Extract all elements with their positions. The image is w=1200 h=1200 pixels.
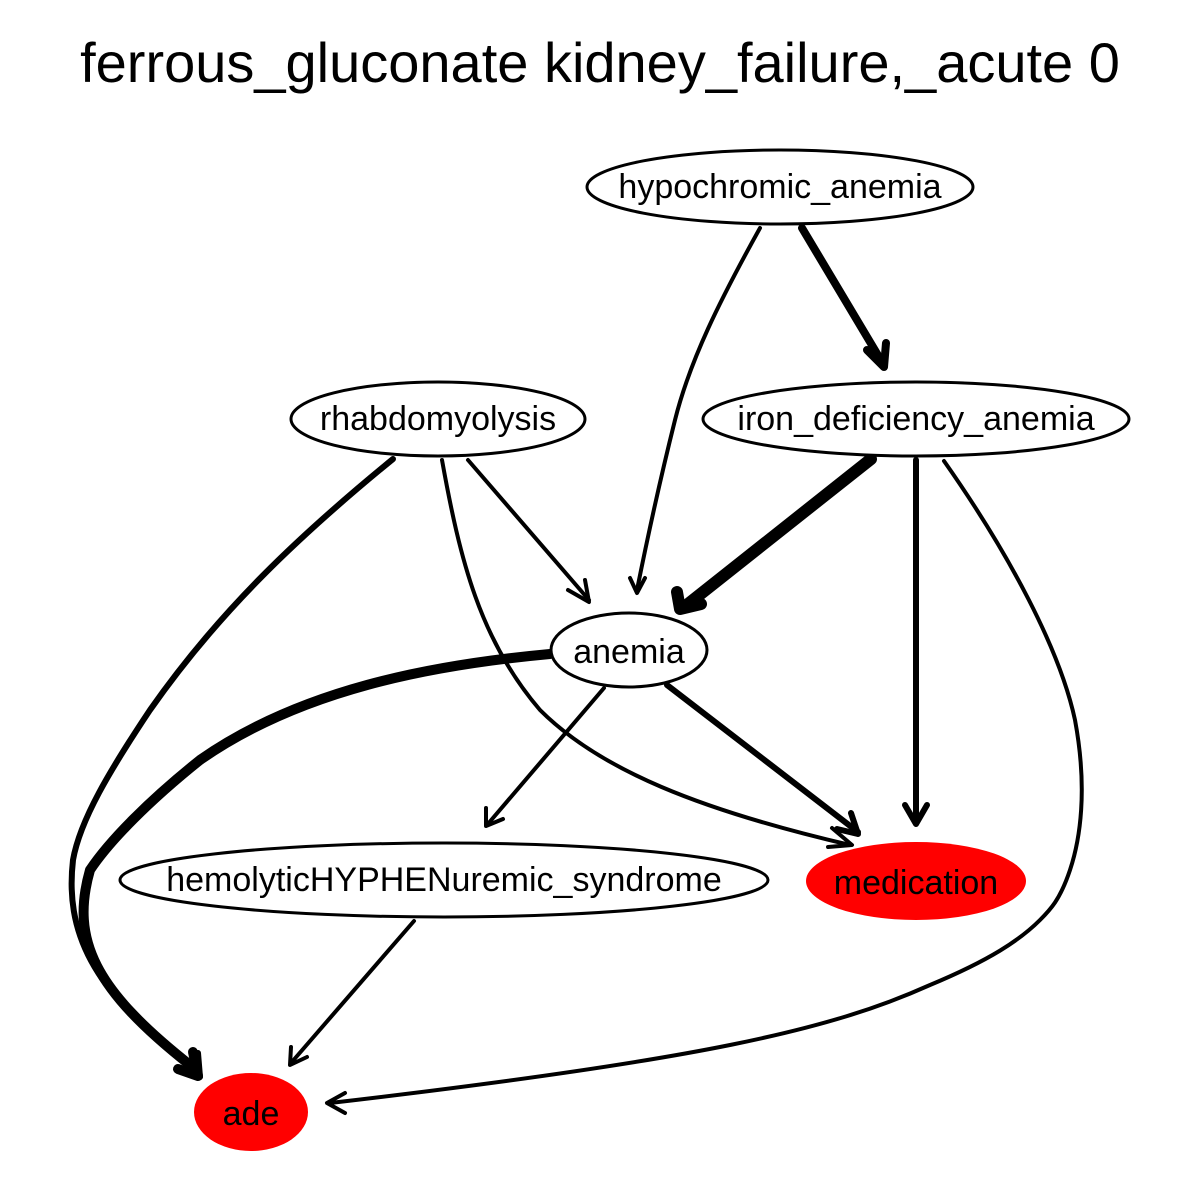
edge-rhabdomyolysis-to-anemia <box>466 458 591 604</box>
node-layer: hypochromic_anemia rhabdomyolysis iron_d… <box>118 148 1131 1151</box>
edge-arrowhead <box>628 576 647 595</box>
edge-arrowhead <box>288 1045 309 1067</box>
edge-anemia-to-medication <box>664 682 861 837</box>
edge-arrowhead <box>671 586 707 615</box>
node-rhabdomyolysis: rhabdomyolysis <box>289 380 587 458</box>
edge-line <box>289 919 416 1065</box>
node-hemolytic-uremic-syndrome: hemolyticHYPHENuremic_syndrome <box>118 841 770 919</box>
edge-line <box>485 686 606 827</box>
node-label: ade <box>223 1095 280 1133</box>
node-label: hemolyticHYPHENuremic_syndrome <box>166 861 722 899</box>
edge-arrowhead <box>826 826 854 849</box>
node-anemia: anemia <box>549 611 709 689</box>
edge-iron-deficiency-anemia-to-medication <box>902 457 930 827</box>
edge-line <box>328 459 1084 1105</box>
edge-arrowhead <box>566 578 591 604</box>
node-label: anemia <box>573 633 685 671</box>
node-ade: ade <box>194 1073 308 1151</box>
node-hypochromic-anemia: hypochromic_anemia <box>585 148 975 226</box>
edge-hypochromic-anemia-to-anemia <box>628 226 762 595</box>
edge-line <box>798 224 886 366</box>
node-label: iron_deficiency_anemia <box>737 400 1094 438</box>
edge-arrowhead <box>325 1091 347 1115</box>
node-label: rhabdomyolysis <box>320 400 556 438</box>
edge-line <box>68 456 396 1068</box>
edge-rhabdomyolysis-to-ade <box>68 456 396 1080</box>
edge-anemia-to-hemolytic-uremic-syndrome <box>484 686 606 828</box>
edge-rhabdomyolysis-to-medication <box>440 458 854 849</box>
node-iron-deficiency-anemia: iron_deficiency_anemia <box>701 380 1131 458</box>
node-medication: medication <box>806 842 1026 920</box>
node-label: hypochromic_anemia <box>618 168 941 206</box>
edge-arrowhead <box>173 1047 203 1081</box>
edge-line <box>78 649 555 1070</box>
edge-arrowhead <box>834 810 861 837</box>
edge-line <box>440 458 852 847</box>
edge-hemolytic-uremic-syndrome-to-ade <box>288 919 416 1067</box>
edge-line <box>635 226 762 592</box>
edge-arrowhead <box>863 339 890 371</box>
edge-line <box>664 682 861 835</box>
edge-anemia-to-ade <box>78 649 555 1081</box>
edge-iron-deficiency-anemia-to-anemia <box>671 453 877 615</box>
edge-iron-deficiency-anemia-to-ade <box>325 459 1084 1115</box>
edge-hypochromic-anemia-to-iron-deficiency-anemia <box>798 224 890 371</box>
edge-arrowhead <box>902 802 930 827</box>
edge-line <box>466 458 591 602</box>
edge-line <box>682 453 877 610</box>
edge-layer <box>68 224 1084 1115</box>
node-label: medication <box>834 864 998 902</box>
graph-title: ferrous_gluconate kidney_failure,_acute … <box>80 31 1120 94</box>
edge-arrowhead <box>484 806 505 828</box>
